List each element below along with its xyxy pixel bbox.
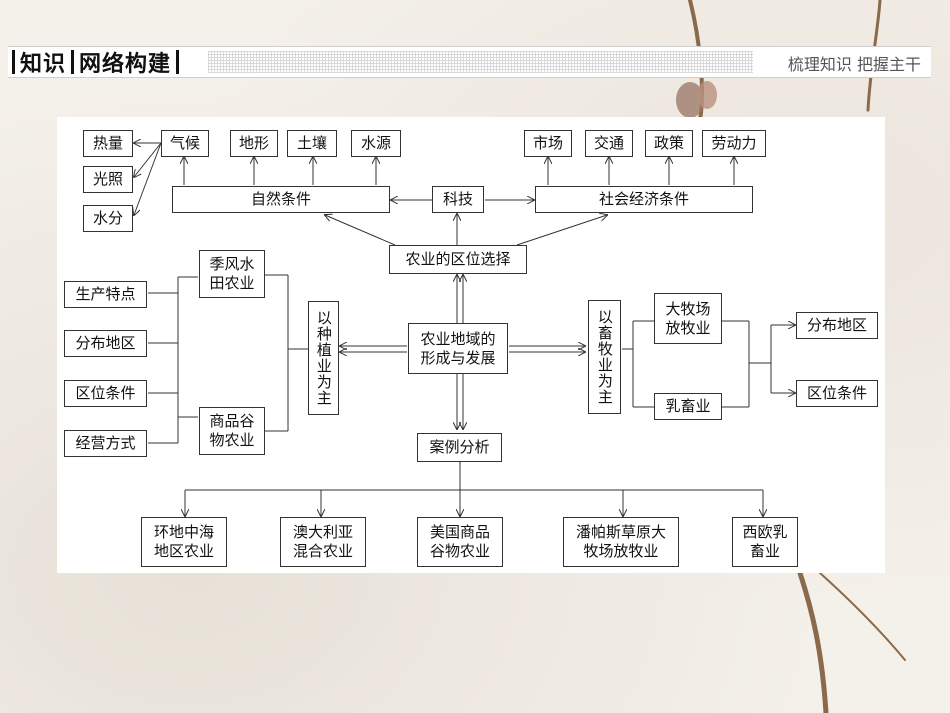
node-case-usa-grain: 美国商品 谷物农业 [417,517,503,567]
node-location-choice: 农业的区位选择 [389,245,527,274]
node-distribution-left: 分布地区 [64,330,147,357]
title-bar [71,50,75,74]
node-commercial-grain: 商品谷 物农业 [199,407,265,455]
node-soil: 土壤 [287,130,337,157]
node-dairy: 乳畜业 [654,393,722,420]
concept-map: 热量 光照 水分 气候 地形 土壤 水源 市场 交通 政策 劳动力 自然条件 科… [57,117,885,573]
title-part-2: 网络构建 [79,52,172,77]
node-case-australia: 澳大利亚 混合农业 [280,517,366,567]
node-heat: 热量 [83,130,133,157]
node-livestock-dominant: 以畜牧业为主 [588,300,621,414]
node-climate: 气候 [161,130,209,157]
node-ranching: 大牧场 放牧业 [654,293,722,344]
node-case-analysis: 案例分析 [417,433,502,462]
dotted-pattern [208,51,753,73]
node-location-conditions-right: 区位条件 [796,380,878,407]
node-water-source: 水源 [351,130,401,157]
node-management: 经营方式 [64,430,147,457]
node-market: 市场 [524,130,572,157]
node-labor: 劳动力 [702,130,766,157]
node-water: 水分 [83,205,133,232]
node-planting-dominant: 以种植业为主 [308,301,339,415]
node-monsoon-paddy: 季风水 田农业 [199,250,265,298]
node-case-mediterranean: 环地中海 地区农业 [141,517,227,567]
node-transport: 交通 [585,130,633,157]
node-light: 光照 [83,166,133,193]
node-production-features: 生产特点 [64,281,147,308]
node-technology: 科技 [432,186,484,213]
node-case-west-europe: 西欧乳 畜业 [732,517,798,567]
section-title: 知识 网络构建 [12,48,184,77]
node-case-pampas: 潘帕斯草原大 牧场放牧业 [563,517,679,567]
node-policy: 政策 [645,130,693,157]
section-header: 知识 网络构建 梳理知识 把握主干 [8,46,931,78]
node-terrain: 地形 [230,130,278,157]
node-center-formation: 农业地域的 形成与发展 [408,323,508,374]
node-location-conditions-left: 区位条件 [64,380,147,407]
title-bar [176,50,180,74]
node-natural-conditions: 自然条件 [172,186,390,213]
title-bar [12,50,15,74]
title-part-1: 知识 [20,52,67,77]
node-socio-economic: 社会经济条件 [535,186,753,213]
section-subtitle: 梳理知识 把握主干 [787,55,921,74]
node-distribution-right: 分布地区 [796,312,878,339]
